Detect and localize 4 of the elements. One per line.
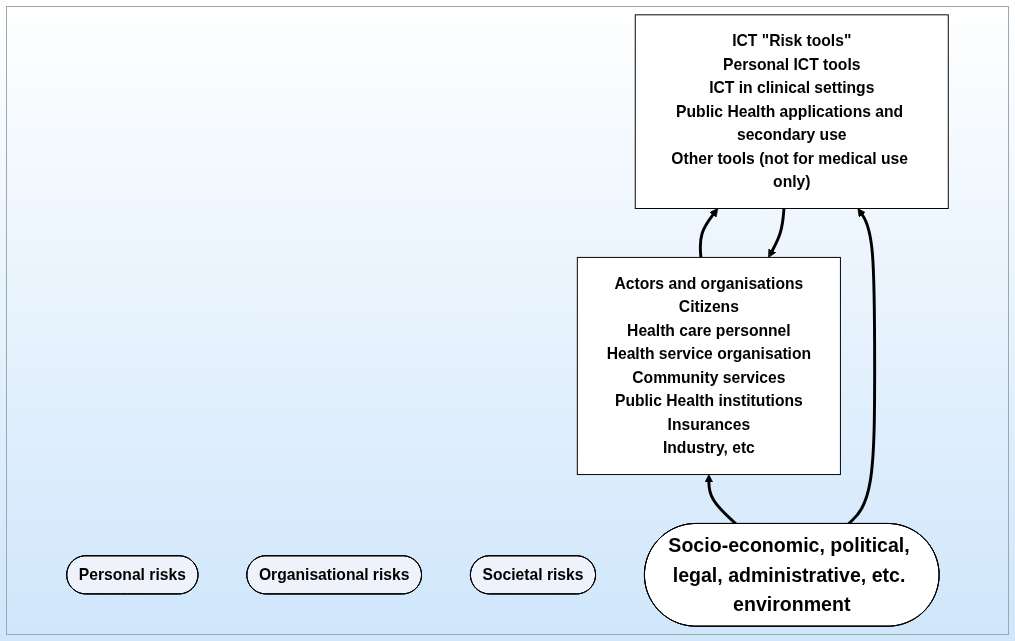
node-box: ICT "Risk tools" Personal ICT tools ICT in clinical settings Public Health applications and secondary use Other tools (not for medical use only) — [634, 14, 949, 209]
node-box: Actors and organisations Citizens Health care personnel Health service organisation Community services Public Health institutions Insurances Industry, etc — [576, 256, 841, 476]
arrow — [768, 208, 786, 258]
arrow — [698, 208, 719, 258]
